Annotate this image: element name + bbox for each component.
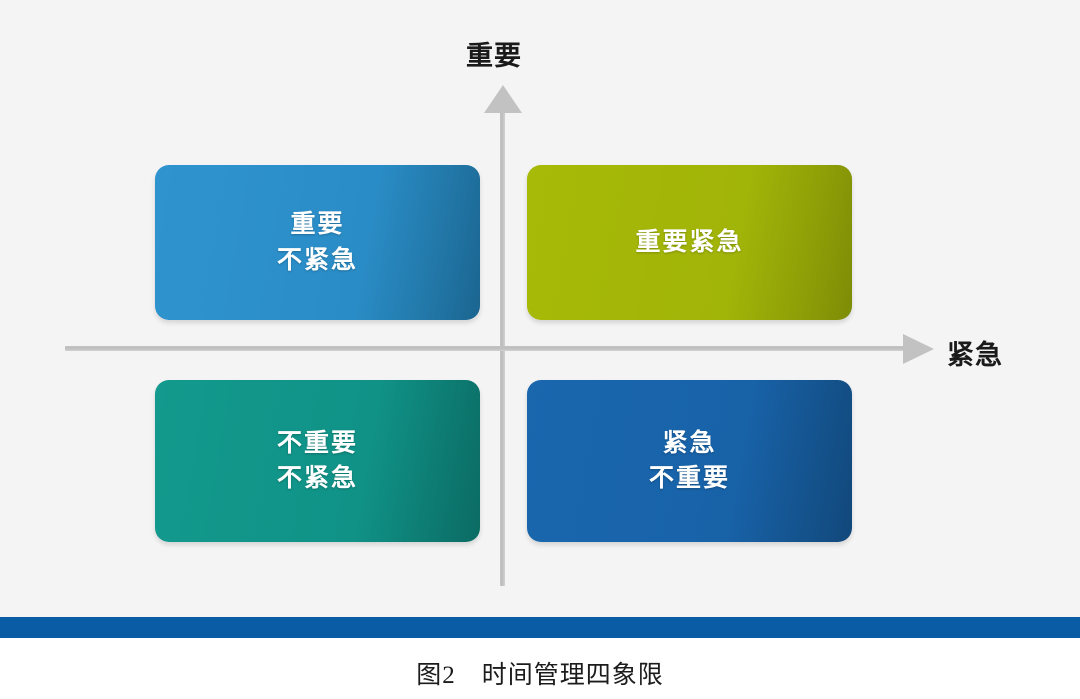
vertical-axis-line — [500, 103, 505, 586]
figure-canvas: 重要 紧急 重要 不紧急 重要紧急 不重要 不紧急 紧急 不重要 — [0, 0, 1080, 617]
quadrant-important-urgent[interactable]: 重要紧急 — [527, 165, 852, 320]
quadrant-label-line1: 不重要 — [276, 428, 358, 457]
arrow-right-icon — [903, 334, 934, 364]
quadrant-important-not-urgent[interactable]: 重要 不紧急 — [155, 165, 480, 320]
section-divider-rule — [0, 617, 1080, 638]
quadrant-urgent-not-important[interactable]: 紧急 不重要 — [527, 380, 852, 542]
arrow-up-icon — [484, 85, 522, 113]
quadrant-label-line1: 重要 — [290, 210, 345, 238]
figure-caption: 图2 时间管理四象限 — [0, 655, 1080, 691]
quadrant-not-important-not-urgent[interactable]: 不重要 不紧急 — [155, 380, 480, 542]
horizontal-axis-label: 紧急 — [947, 340, 1003, 370]
quadrant-label-line1: 重要紧急 — [635, 227, 744, 256]
horizontal-axis-line — [65, 346, 905, 351]
vertical-axis-label: 重要 — [466, 41, 522, 71]
quadrant-label-line2: 不紧急 — [276, 464, 358, 492]
figure-caption-title: 时间管理四象限 — [481, 662, 664, 689]
quadrant-label-line1: 紧急 — [662, 428, 717, 457]
quadrant-label-line2: 不重要 — [648, 464, 730, 492]
figure-caption-number: 图2 — [416, 662, 456, 689]
quadrant-label-line2: 不紧急 — [276, 245, 358, 274]
